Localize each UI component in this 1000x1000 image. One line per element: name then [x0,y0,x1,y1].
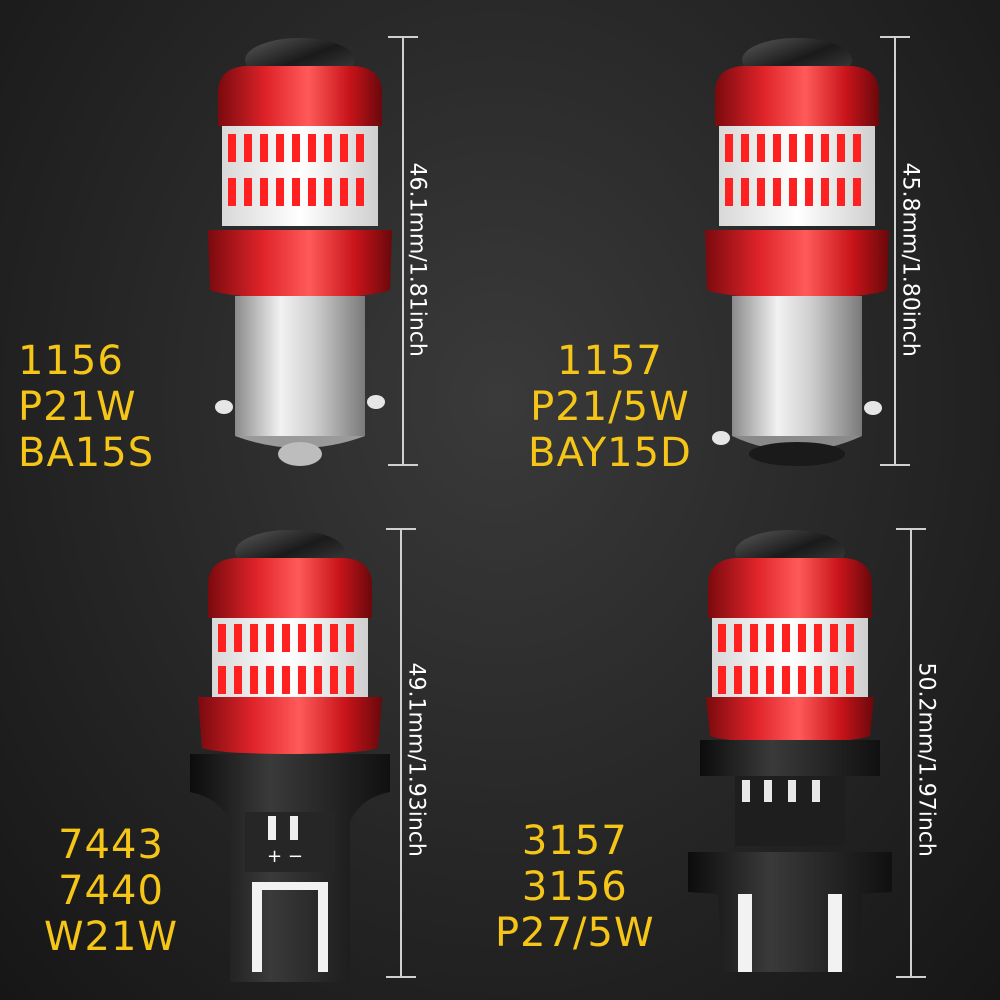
model-code: P21W [18,384,137,430]
model-code: 7440 [58,868,164,914]
dimension-label: 45.8mm/1.80inch [897,162,923,357]
led-bulb-icon [688,530,892,972]
dimension-bracket [896,528,926,978]
model-code: 3157 [521,818,628,864]
dimension-bracket [386,528,416,978]
led-bulb-icon: + − [190,530,390,982]
dimension-label: 46.1mm/1.81inch [404,162,430,357]
model-code: W21W [44,914,178,960]
model-code: BAY15D [528,430,692,476]
bulb-card-3157: 3157 3156 P27/5W 50.2mm/1.97inch [495,500,1000,1000]
model-codes: 1157 P21/5W BAY15D [528,338,692,476]
model-code: BA15S [18,430,155,476]
model-code: P21/5W [530,384,690,430]
dimension-label: 50.2mm/1.97inch [913,662,939,857]
led-bulb-icon [208,38,392,466]
model-codes: 3157 3156 P27/5W [495,818,655,956]
model-code: 7443 [58,822,164,868]
bulb-card-1156: 1156 P21W BA15S 46.1mm/1.81inch [0,0,500,500]
model-code: 1156 [18,338,124,384]
bulb-card-7443: + − 7443 7440 W21W 49.1mm/1.93inch [0,500,500,1000]
polarity-mark: + − [267,846,303,867]
dimension-label: 49.1mm/1.93inch [403,662,429,857]
model-codes: 1156 P21W BA15S [18,338,154,476]
model-code: P27/5W [495,910,655,956]
model-code: 1157 [557,338,663,384]
dimension-bracket [880,36,910,466]
model-codes: 7443 7440 W21W [44,822,178,960]
bulb-card-1157: 1157 P21/5W BAY15D 45.8mm/1.80inch [500,0,1000,500]
dimension-bracket [388,36,418,466]
led-bulb-icon [705,38,889,466]
model-code: 3156 [521,864,628,910]
